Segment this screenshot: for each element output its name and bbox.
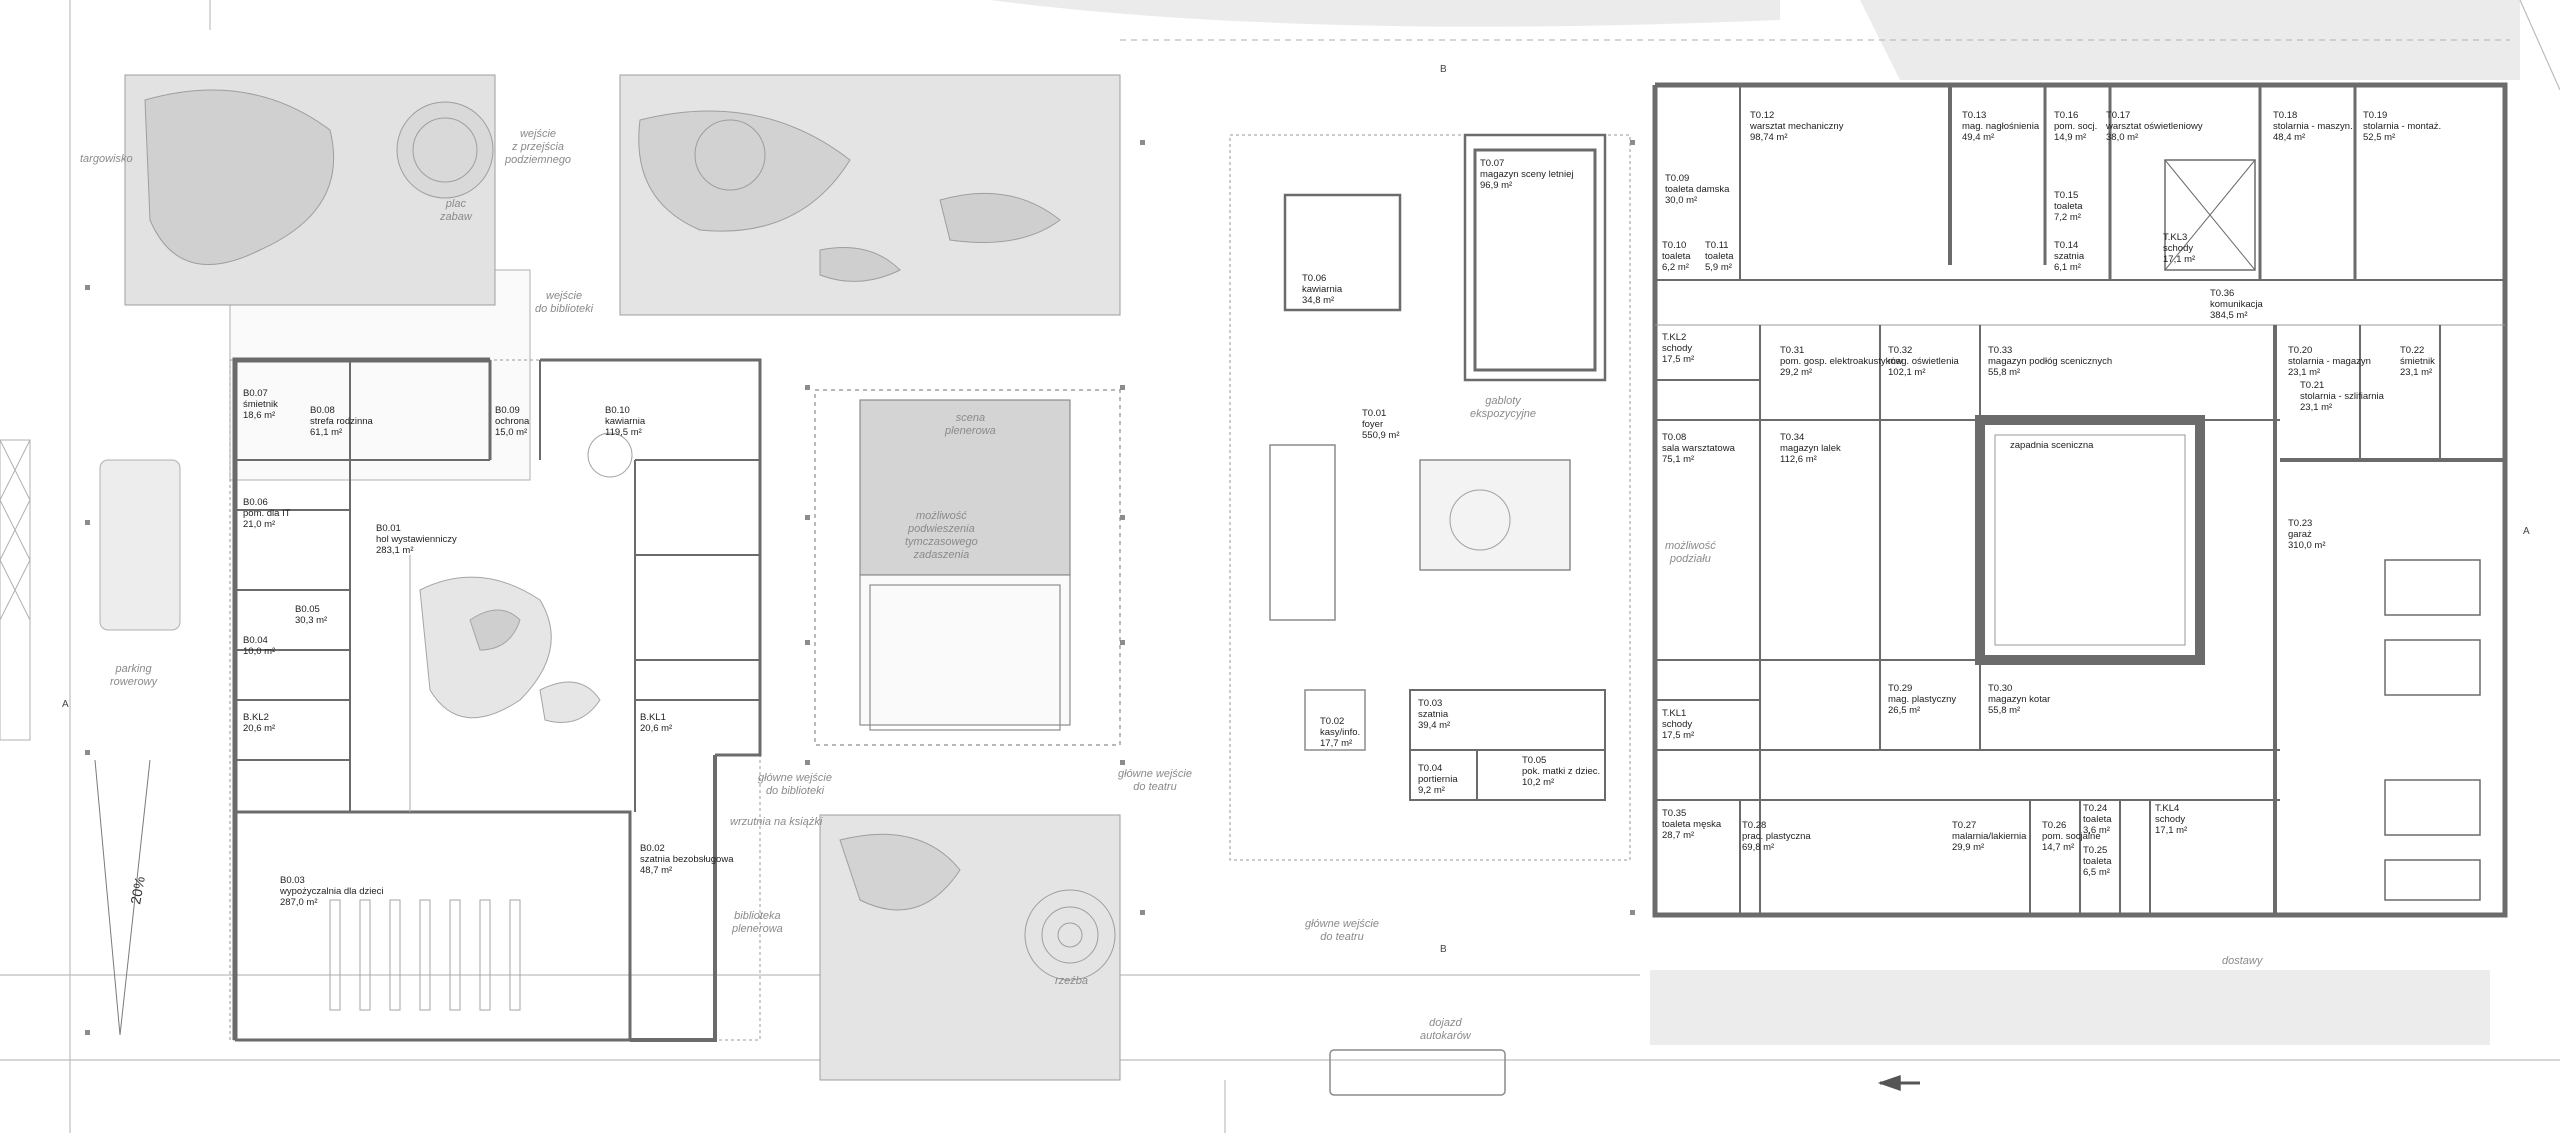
section-mark-b-top: B	[1440, 64, 1447, 75]
bus-drop-off	[1329, 1049, 1920, 1096]
annotation-book-drop: wrzutnia na książki	[730, 816, 823, 828]
section-mark-a-left: A	[62, 699, 69, 710]
open-air-stage	[814, 389, 1121, 746]
section-markers: A A B B	[62, 64, 2530, 955]
park-areas	[124, 74, 1121, 1081]
section-mark-a-right: A	[2523, 526, 2530, 537]
library-furniture	[94, 432, 633, 1036]
ramp-slope-label: 20%	[127, 875, 148, 905]
library-building	[229, 357, 762, 1042]
section-mark-b-bottom: B	[1440, 944, 1447, 955]
annotation-targowisko: targowisko	[80, 153, 133, 165]
theatre-foyer	[1229, 133, 1631, 861]
annotation-deliveries: dostawy	[2222, 955, 2263, 967]
annotation-sculpture: rzeźba	[1055, 975, 1089, 987]
theatre-building	[1652, 82, 2508, 918]
room-stage-trap: zapadnia sceniczna	[2010, 440, 2094, 451]
structural-grid	[85, 140, 1635, 1035]
